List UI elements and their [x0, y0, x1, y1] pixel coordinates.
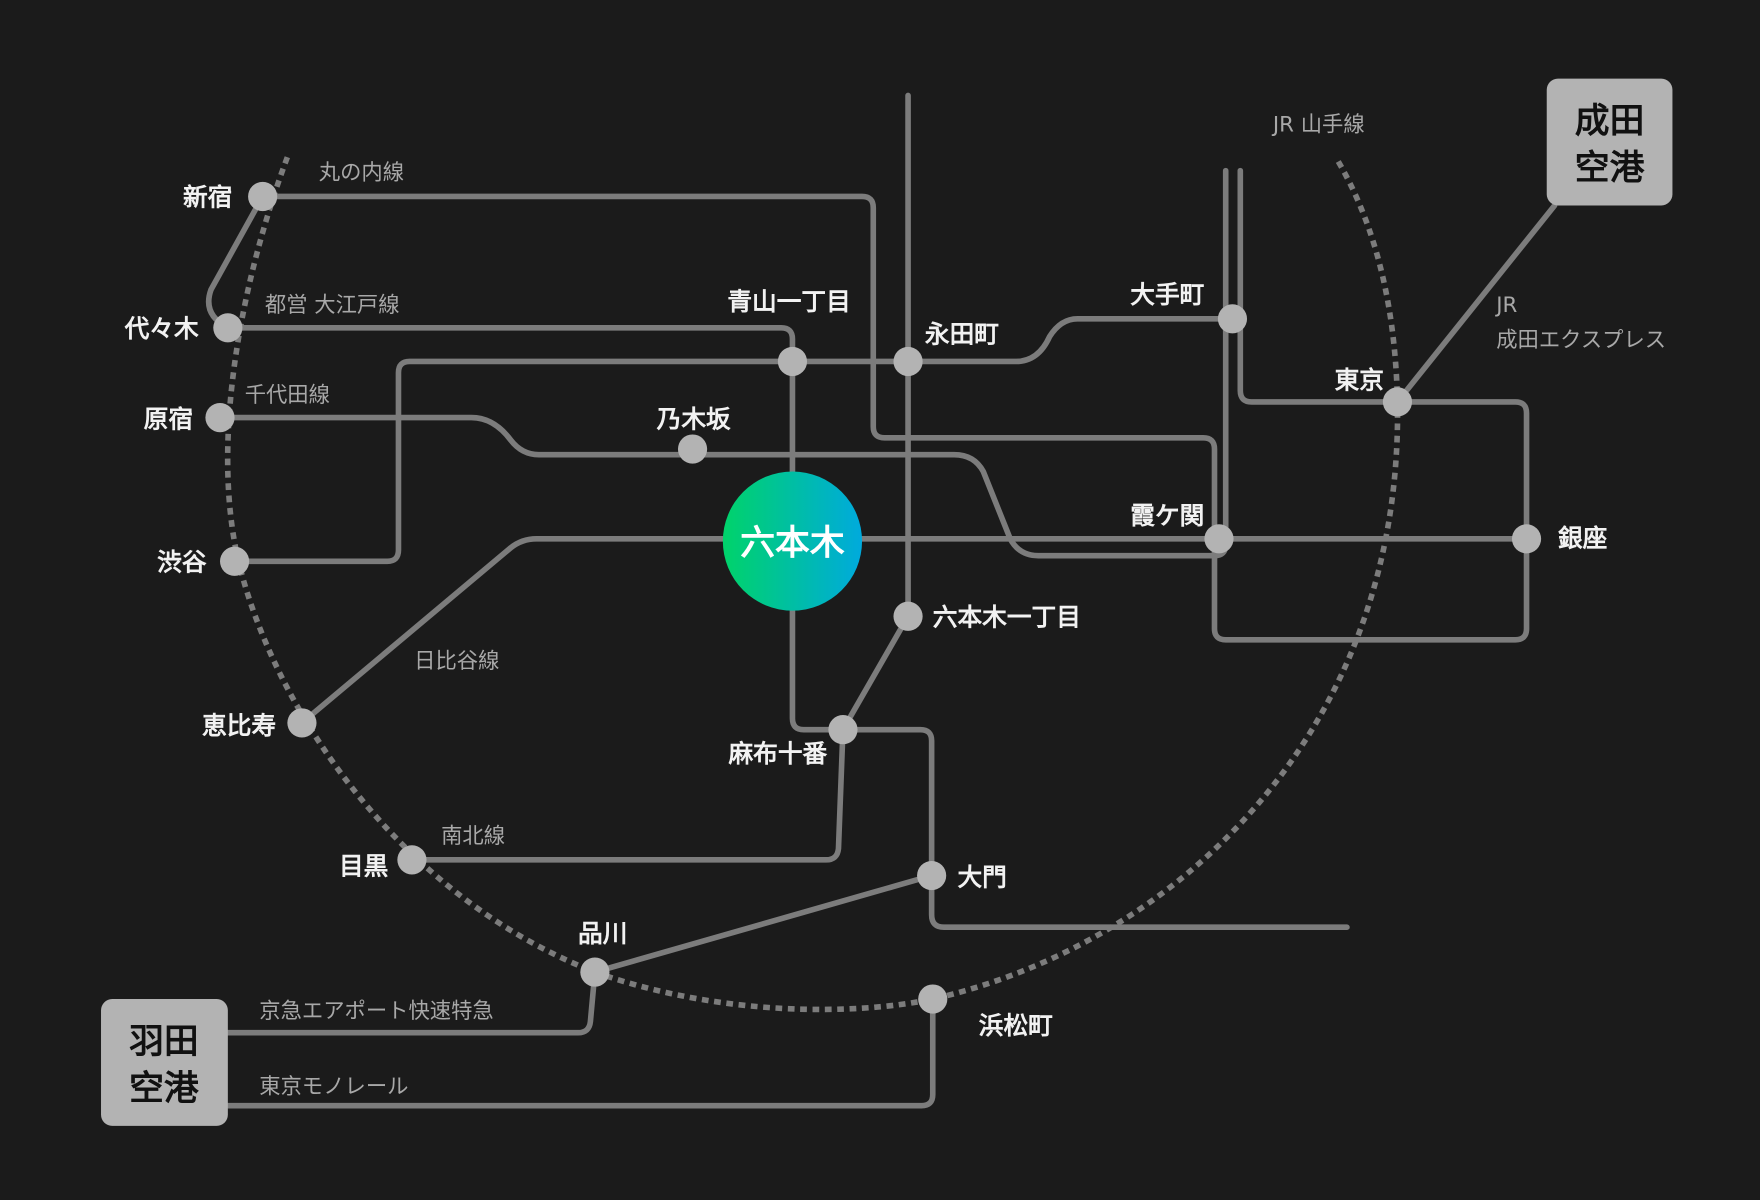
hibiya-line — [299, 536, 1530, 726]
label-nex-1: JR — [1494, 293, 1517, 318]
label-shinagawa: 品川 — [578, 919, 627, 948]
station-ebisu[interactable] — [287, 708, 317, 738]
label-kasumigaseki: 霞ケ関 — [1130, 501, 1204, 530]
haneda-label-2: 空港 — [129, 1069, 200, 1109]
narita-express-line — [1394, 202, 1558, 405]
station-meguro[interactable] — [397, 845, 427, 875]
label-namboku: 南北線 — [441, 824, 505, 849]
station-roppongi1[interactable] — [893, 601, 923, 631]
chiyoda-line — [217, 167, 1229, 559]
station-azabujuban[interactable] — [828, 715, 858, 745]
hanzomon-line — [231, 316, 1236, 565]
label-nagatacho: 永田町 — [925, 319, 999, 348]
label-shinjuku: 新宿 — [183, 182, 232, 211]
label-tokyo: 東京 — [1335, 365, 1384, 394]
label-ebisu: 恵比寿 — [202, 711, 276, 740]
label-azabujuban: 麻布十番 — [727, 739, 827, 768]
haneda-label-1: 羽田 — [129, 1022, 199, 1062]
keikyu-line — [225, 969, 598, 1036]
label-yoyogi: 代々木 — [124, 314, 199, 343]
station-aoyama[interactable] — [777, 346, 808, 377]
narita-label-2: 空港 — [1575, 149, 1646, 189]
label-ginza: 銀座 — [1558, 524, 1608, 553]
monorail-line — [225, 996, 936, 1109]
center-station-label: 六本木 — [740, 524, 845, 564]
label-hamamatsucho: 浜松町 — [979, 1011, 1053, 1040]
label-shibuya: 渋谷 — [157, 547, 207, 576]
narita-label-1: 成田 — [1575, 102, 1645, 142]
shinagawa-daimon-line — [592, 872, 935, 975]
station-harajuku[interactable] — [205, 403, 235, 433]
namboku-line — [409, 92, 911, 863]
label-harajuku: 原宿 — [144, 405, 193, 434]
airport-narita[interactable]: 成田 空港 — [1546, 78, 1673, 206]
label-keikyu: 京急エアポート快速特急 — [259, 999, 493, 1024]
station-roppongi-center[interactable] — [722, 471, 863, 611]
station-yoyogi[interactable] — [213, 313, 243, 343]
station-hamamatsucho[interactable] — [918, 984, 948, 1014]
station-daimon[interactable] — [917, 860, 947, 891]
label-oedo: 都営 大江戸線 — [265, 293, 400, 318]
label-marunouchi: 丸の内線 — [319, 161, 404, 186]
station-shinagawa[interactable] — [580, 957, 610, 987]
label-nogizaka: 乃木坂 — [657, 405, 731, 434]
label-nex-2: 成田エクスプレス — [1496, 328, 1666, 353]
label-monorail: 東京モノレール — [259, 1074, 408, 1099]
station-nogizaka[interactable] — [677, 434, 708, 464]
station-shinjuku[interactable] — [248, 181, 278, 212]
label-roppongi1: 六本木一丁目 — [933, 602, 1081, 631]
label-daimon: 大門 — [957, 863, 1006, 892]
label-otemachi: 大手町 — [1130, 280, 1204, 309]
label-meguro: 目黒 — [339, 851, 389, 880]
station-markers — [205, 181, 1542, 1014]
station-tokyo[interactable] — [1382, 387, 1413, 417]
station-nagatacho[interactable] — [893, 346, 923, 377]
marunouchi-line — [259, 167, 1530, 643]
label-yamanote: JR 山手線 — [1271, 112, 1365, 137]
label-chiyoda: 千代田線 — [245, 383, 330, 408]
airport-haneda[interactable]: 羽田 空港 — [101, 999, 228, 1126]
station-ginza[interactable] — [1511, 524, 1542, 554]
station-shibuya[interactable] — [220, 546, 250, 576]
label-aoyama: 青山一丁目 — [727, 287, 850, 316]
station-otemachi[interactable] — [1217, 304, 1248, 334]
station-kasumigaseki[interactable] — [1204, 524, 1234, 554]
label-hibiya: 日比谷線 — [414, 649, 499, 674]
